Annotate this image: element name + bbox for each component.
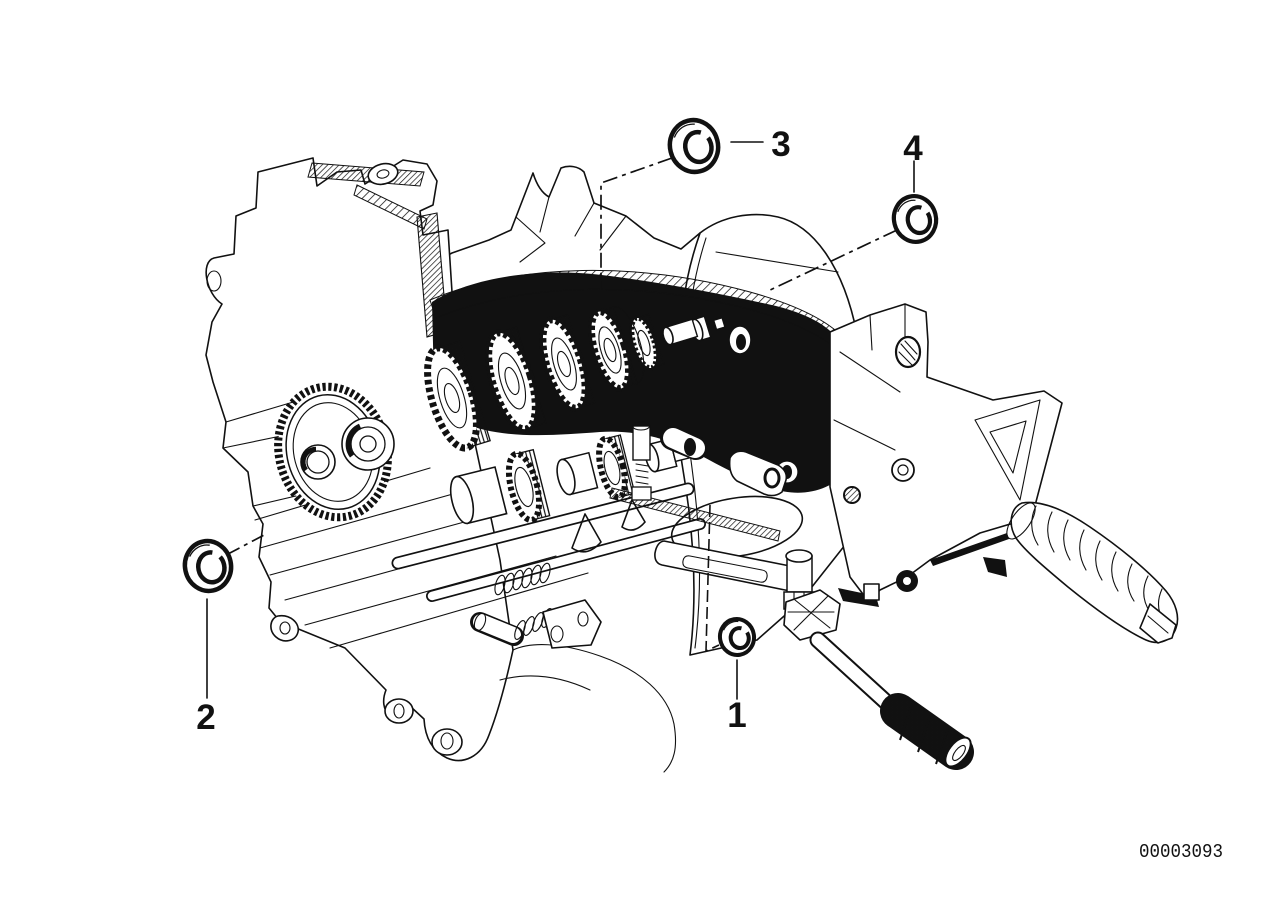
seal-ring-1 [717, 617, 757, 657]
selector-shaft-stub [470, 608, 553, 646]
gear-4 [539, 313, 596, 412]
callout-4: 4 [903, 129, 923, 168]
output-shaft-sleeve [449, 466, 508, 525]
linkage-boss [660, 426, 708, 460]
bottom-cover-tab [542, 599, 602, 649]
gear-3 [485, 326, 547, 433]
gear-2 [424, 340, 491, 452]
seal-ring-4 [891, 194, 939, 244]
output-gear-1 [505, 448, 551, 524]
seal-ring-2 [182, 538, 234, 594]
gear-cluster [274, 306, 726, 649]
foot-peg-tip [1139, 603, 1177, 644]
lever-knurled-knob [880, 693, 974, 770]
leader-line-3-center [600, 157, 673, 290]
input-shaft-stub [662, 318, 699, 346]
callout-2: 2 [196, 698, 215, 737]
gear-5 [587, 306, 645, 393]
footrest-bracket [829, 303, 1063, 603]
gearshift-lever [809, 631, 974, 770]
gear-cavity [429, 269, 854, 493]
gear-1-sprocket [274, 382, 395, 522]
leader-line-4-center [767, 229, 898, 292]
leader-line-1-center [705, 504, 720, 653]
detent-spring [494, 562, 551, 596]
callout-3: 3 [771, 125, 790, 164]
clutch-rod [631, 421, 652, 501]
leader-line-2-center [227, 533, 267, 555]
shift-linkage [609, 421, 879, 641]
foot-peg [1006, 501, 1179, 644]
seal-ring-3 [667, 117, 721, 175]
output-shaft-spacer [556, 451, 599, 496]
drawing-number: 00003093 [1139, 841, 1223, 863]
pinion-gear [629, 313, 665, 371]
callout-1: 1 [727, 696, 746, 735]
output-gear-2 [596, 434, 636, 501]
